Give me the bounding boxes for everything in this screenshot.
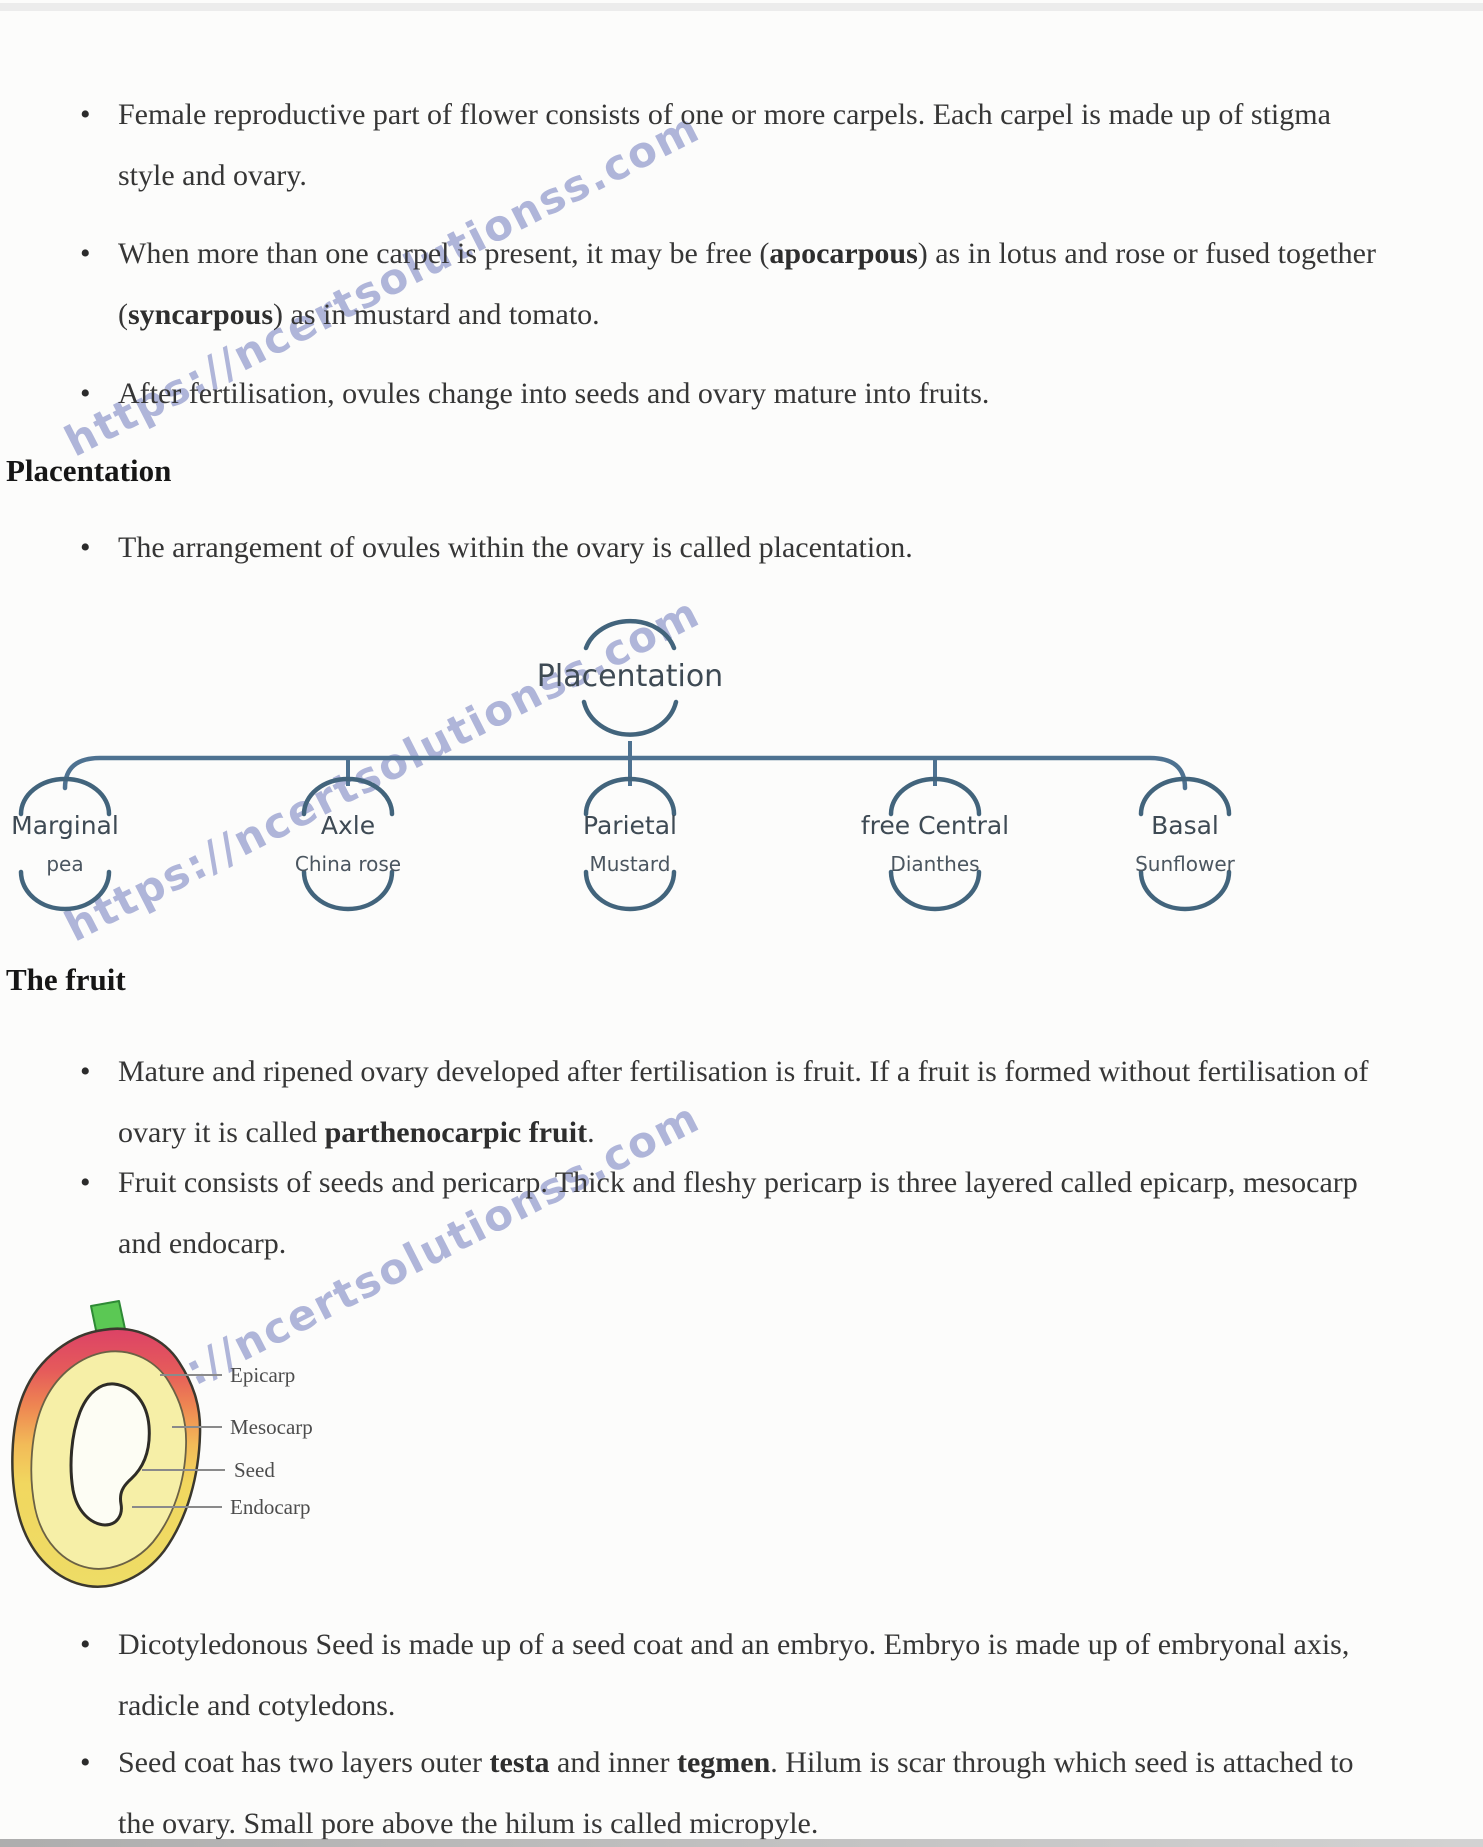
text-run: and inner [549,1746,677,1779]
text-run: ) as in mustard and tomato. [273,298,600,331]
figure-label-seed: Seed [234,1458,275,1482]
bullet-dot: • [80,1746,91,1779]
bullet-dot: • [80,98,91,131]
figure-label-mesocarp: Mesocarp [230,1415,313,1439]
tree-child-sub-dianthes: Dianthes [890,852,979,876]
page-bottom-edge [0,1839,1483,1847]
heading-placentation: Placentation [6,453,172,488]
bullet-item-dicot-seed: • Dicotyledonous Seed is made up of a se… [80,1614,1384,1736]
bullet-text: The arrangement of ovules within the ova… [118,531,913,564]
tree-bus-line [62,755,1188,791]
bullet-item-fertilisation: • After fertilisation, ovules change int… [80,363,1384,424]
bullet-text: Dicotyledonous Seed is made up of a seed… [118,1628,1350,1722]
tree-child-label-free-central: free Central [861,811,1009,840]
bullet-item-mature-ovary: • Mature and ripened ovary developed aft… [80,1041,1384,1163]
bullet-text: When more than one carpel is present, it… [118,223,1384,345]
placentation-tree-diagram: Placentation Marginal pea Axle China ros… [11,618,1236,912]
bullet-text: Mature and ripened ovary developed after… [118,1041,1384,1163]
bullet-item-carpels: • Female reproductive part of flower con… [80,84,1384,206]
bullet-item-pericarp: • Fruit consists of seeds and pericarp. … [80,1152,1384,1274]
bullet-dot: • [80,377,91,410]
bullet-item-placentation: • The arrangement of ovules within the o… [80,517,1384,578]
tree-child-top-arc [888,776,982,817]
figure-label-endocarp: Endocarp [230,1495,310,1519]
tree-child-label-axle: Axle [321,811,375,840]
bold-term-tegmen: tegmen [677,1746,771,1779]
tree-root-top-arc [583,618,677,651]
tree-child-label-parietal: Parietal [583,811,677,840]
bullet-text: After fertilisation, ovules change into … [118,377,990,410]
tree-root-label: Placentation [537,659,723,694]
tree-child-top-arc [1138,776,1232,817]
tree-child-sub-mustard: Mustard [589,852,670,876]
heading-the-fruit: The fruit [6,962,126,997]
text-run: . [587,1116,595,1149]
bold-term-apocarpous: apocarpous [769,237,918,270]
bullet-dot: • [80,531,91,564]
text-run: When more than one carpel is present, it… [118,237,770,270]
text-run: ) as in lotus and rose or fused together… [118,237,1376,331]
tree-child-bottom-arc [1138,869,1232,912]
bold-term-parthenocarpic: parthenocarpic fruit [324,1116,588,1149]
tree-child-bottom-arc [18,869,112,912]
bullet-text: Fruit consists of seeds and pericarp. Th… [118,1166,1358,1260]
figure-label-epicarp: Epicarp [230,1363,295,1387]
bullet-dot: • [80,237,91,270]
tree-child-top-arc [18,776,112,817]
bullet-text: Seed coat has two layers outer testa and… [118,1732,1384,1847]
bullet-item-apocarpous: • When more than one carpel is present, … [80,223,1384,345]
tree-child-label-basal: Basal [1151,811,1219,840]
tree-child-sub-china-rose: China rose [295,852,401,876]
mango-seed [69,1382,151,1527]
text-run: Mature and ripened ovary developed after… [118,1055,1369,1149]
tree-child-sub-pea: pea [46,852,83,876]
bold-term-syncarpous: syncarpous [128,298,274,331]
bullet-dot: • [80,1628,91,1661]
page-top-edge [0,3,1483,11]
tree-child-label-marginal: Marginal [11,811,119,840]
text-run: Seed coat has two layers outer [118,1746,490,1779]
tree-child-bottom-arc [583,869,677,912]
tree-child-top-arc [583,776,677,817]
text-run: . Hilum is scar through which seed is at… [118,1746,1354,1840]
bullet-item-seed-coat: • Seed coat has two layers outer testa a… [80,1732,1384,1847]
bold-term-testa: testa [489,1746,550,1779]
tree-child-bottom-arc [888,869,982,912]
bullet-text: Female reproductive part of flower consi… [118,98,1331,192]
tree-child-bottom-arc [301,869,395,912]
tree-root-bottom-arc [581,699,679,737]
bullet-dot: • [80,1166,91,1199]
bullet-dot: • [80,1055,91,1088]
mango-cross-section-figure: Epicarp Mesocarp Seed Endocarp [11,1300,313,1588]
tree-child-top-arc [301,776,395,817]
tree-child-sub-sunflower: Sunflower [1135,852,1236,876]
